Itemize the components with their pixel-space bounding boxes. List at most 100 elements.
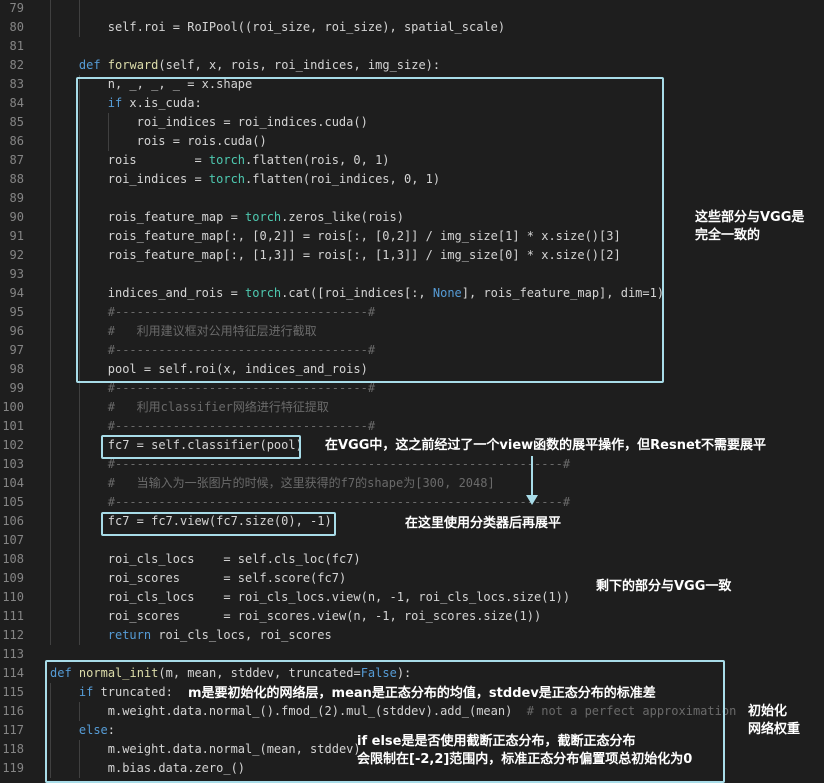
indent-guide (78, 75, 80, 94)
indent-guide (50, 151, 51, 170)
code-line[interactable]: 80 self.roi = RoIPool((roi_size, roi_size… (0, 18, 824, 37)
line-number: 115 (2, 685, 24, 699)
indent-guide (78, 265, 80, 284)
indent-guide (50, 132, 51, 151)
line-number: 112 (2, 628, 24, 642)
code-text: m.weight.data.normal_(mean, stddev) (107, 742, 361, 756)
code-text: fc7 = fc7.view(fc7.size(0), -1) (107, 514, 332, 528)
code-line[interactable]: 96# 利用建议框对公用特征层进行截取 (0, 322, 824, 341)
indent-guide (50, 512, 51, 531)
code-text: if truncated: (78, 685, 173, 699)
code-line[interactable]: 113 (0, 645, 824, 664)
annotation-init-label: 初始化 网络权重 (748, 704, 801, 737)
code-line[interactable]: 89 (0, 189, 824, 208)
code-line[interactable]: 105#------------------------------------… (0, 493, 824, 512)
indent-guide (50, 18, 51, 37)
indent-guide (78, 94, 80, 113)
indent-guide (78, 246, 80, 265)
line-number: 80 (9, 20, 24, 34)
indent-guide (50, 531, 51, 550)
code-line[interactable]: 104# 当输入为一张图片的时候，这里获得的f7的shape为[300, 204… (0, 474, 824, 493)
code-text: rois_feature_map[:, [0,2]] = rois[:, [0,… (107, 229, 621, 243)
line-number: 81 (9, 39, 24, 53)
code-line[interactable]: 101#-----------------------------------# (0, 417, 824, 436)
indent-guide (50, 702, 51, 721)
code-text: #-----------------------------------# (107, 381, 376, 395)
indent-guide (78, 189, 80, 208)
indent-guide (50, 455, 51, 474)
indent-guide (50, 170, 51, 189)
indent-guide (78, 322, 80, 341)
indent-guide (50, 265, 51, 284)
indent-guide (78, 208, 80, 227)
code-line[interactable]: 106 fc7 = fc7.view(fc7.size(0), -1) (0, 512, 824, 531)
indent-guide (78, 113, 80, 132)
indent-guide (50, 37, 51, 56)
code-text: roi_scores = roi_scores.view(n, -1, roi_… (107, 609, 542, 623)
code-line[interactable]: 79 (0, 0, 824, 18)
annotation-flatten-note: 在这里使用分类器后再展平 (405, 516, 562, 531)
indent-guide (78, 417, 80, 436)
line-number: 106 (2, 514, 24, 528)
indent-guide (50, 417, 51, 436)
code-line[interactable]: 99#-----------------------------------# (0, 379, 824, 398)
code-line[interactable]: 95#-----------------------------------# (0, 303, 824, 322)
code-text: m.bias.data.zero_() (107, 761, 246, 775)
indent-guide (78, 18, 80, 37)
indent-guide (50, 208, 51, 227)
indent-guide (78, 512, 80, 531)
indent-guide (78, 740, 80, 759)
indent-guide (50, 303, 51, 322)
line-number: 114 (2, 666, 24, 680)
indent-guide (50, 360, 51, 379)
line-number: 100 (2, 400, 24, 414)
code-text: self.roi = RoIPool((roi_size, roi_size),… (107, 20, 506, 34)
line-number: 103 (2, 457, 24, 471)
indent-guide (50, 588, 51, 607)
line-number: 88 (9, 172, 24, 186)
indent-guide (78, 0, 80, 18)
line-number: 109 (2, 571, 24, 585)
code-line[interactable]: 81 (0, 37, 824, 56)
code-line[interactable]: 103#------------------------------------… (0, 455, 824, 474)
line-number: 93 (9, 267, 24, 281)
line-number: 92 (9, 248, 24, 262)
line-number: 87 (9, 153, 24, 167)
annotation-view-note: 在VGG中，这之前经过了一个view函数的展平操作，但Resnet不需要展平 (325, 438, 767, 453)
line-number: 86 (9, 134, 24, 148)
line-number: 105 (2, 495, 24, 509)
code-line[interactable]: 97#-----------------------------------# (0, 341, 824, 360)
indent-guide (78, 588, 80, 607)
line-number: 108 (2, 552, 24, 566)
code-line[interactable]: 93 (0, 265, 824, 284)
code-text: indices_and_rois = torch.cat([roi_indice… (107, 286, 665, 300)
indent-guide (50, 341, 51, 360)
code-line[interactable]: 115 if truncated: (0, 683, 824, 702)
code-line[interactable]: 100# 利用classifier网络进行特征提取 (0, 398, 824, 417)
code-line[interactable]: 107 (0, 531, 824, 550)
